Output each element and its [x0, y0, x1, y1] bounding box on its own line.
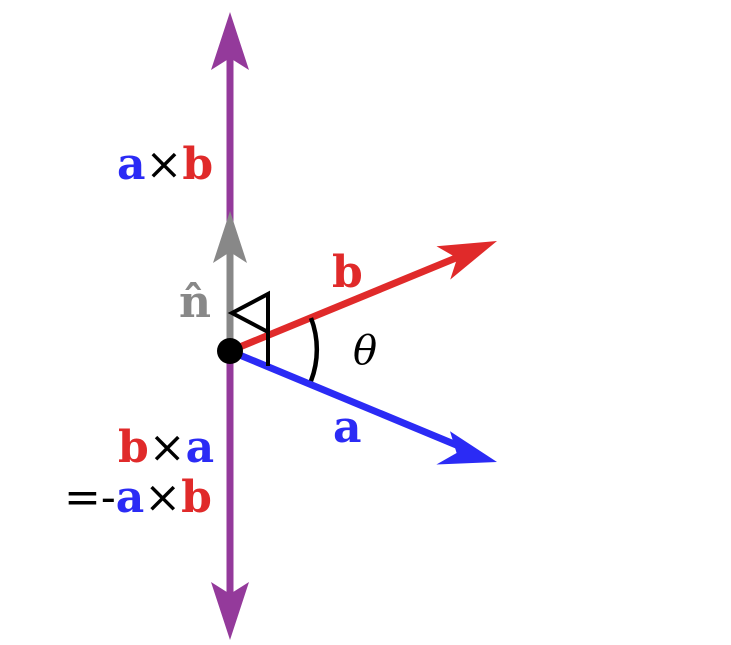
axb-label: a×b: [117, 139, 213, 190]
axb-arrowhead-up: [211, 12, 249, 70]
vector-a: [228, 347, 497, 465]
bxa-label-a: a: [186, 422, 215, 473]
vector-b-label: b: [332, 247, 363, 298]
vector-a-label: a: [333, 402, 362, 453]
neg-axb-label: =-a×b: [64, 472, 212, 523]
axb-label-a: a: [117, 139, 146, 190]
vector-a-arrowhead: [436, 431, 497, 465]
unit-normal-vector: [213, 211, 247, 350]
neg-axb-label-a: a: [116, 472, 145, 523]
vector-a-shaft: [228, 347, 468, 453]
right-angle-marker: [227, 290, 270, 366]
unit-normal-arrowhead: [213, 211, 247, 263]
origin-point: [217, 338, 243, 364]
axb-label-b: b: [182, 139, 213, 190]
bxa-label-b: b: [118, 422, 149, 473]
vector-b-arrowhead: [436, 241, 497, 280]
bxa-arrowhead-down: [211, 582, 249, 640]
axb-label-times: ×: [146, 139, 183, 190]
neg-axb-label-times: ×: [144, 472, 181, 523]
bxa-label-times: ×: [149, 422, 186, 473]
angle-arc: [308, 317, 320, 382]
unit-normal-label: n̂: [179, 277, 211, 328]
angle-theta-label: θ: [353, 328, 377, 374]
neg-axb-label-b: b: [181, 472, 212, 523]
neg-axb-label-eq: =-: [64, 472, 116, 523]
bxa-label: b×a: [118, 422, 214, 473]
